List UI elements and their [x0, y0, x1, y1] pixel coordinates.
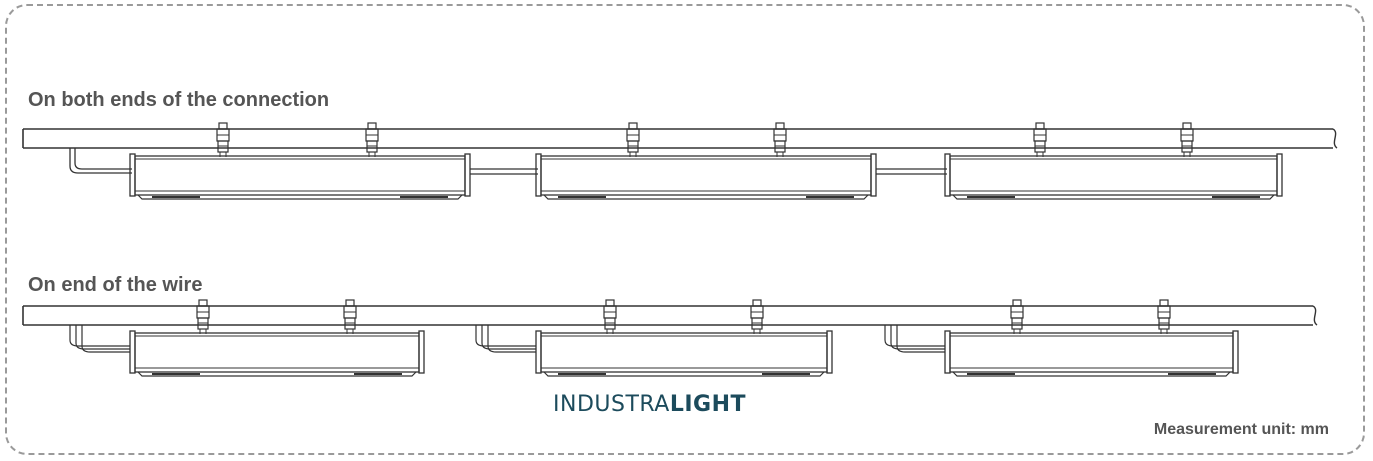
industralight-logo: INDUSTRALIGHT	[553, 392, 746, 417]
section-title-end-of-wire: On end of the wire	[28, 274, 203, 296]
dashed-frame	[5, 4, 1365, 455]
light-fixture	[129, 122, 471, 200]
link-cable	[470, 168, 538, 175]
mounting-clamp	[365, 122, 379, 157]
measurement-unit-note: Measurement unit: mm	[1153, 421, 1329, 438]
mounting-clamp	[196, 299, 210, 334]
mounting-clamp	[216, 122, 230, 157]
diagram-end-of-wire	[22, 299, 1318, 377]
mounting-clamp	[343, 299, 357, 334]
mounting-clamp	[1157, 299, 1171, 334]
feed-cable	[74, 148, 132, 170]
diagram-both-ends-connection	[22, 122, 1338, 200]
brand-suffix: LIGHT	[669, 392, 747, 417]
mounting-clamp	[1180, 122, 1194, 157]
link-cable	[876, 168, 947, 175]
mounting-clamp	[1033, 122, 1047, 157]
mounting-rail	[22, 128, 1338, 149]
mounting-clamp	[1010, 299, 1024, 334]
mounting-rail	[22, 305, 1318, 326]
feed-cable	[69, 148, 132, 174]
feed-cable	[475, 325, 536, 353]
mounting-clamp	[626, 122, 640, 157]
mounting-clamp	[603, 299, 617, 334]
mounting-clamp	[750, 299, 764, 334]
light-fixture	[475, 299, 833, 377]
light-fixture	[944, 122, 1283, 200]
light-fixture	[69, 299, 425, 377]
light-fixture	[884, 299, 1239, 377]
feed-cable	[69, 325, 130, 353]
mounting-clamp	[773, 122, 787, 157]
brand-prefix: INDUSTRA	[553, 392, 670, 417]
feed-cable	[884, 325, 945, 353]
section-title-both-ends: On both ends of the connection	[28, 89, 330, 111]
light-fixture	[535, 122, 877, 200]
